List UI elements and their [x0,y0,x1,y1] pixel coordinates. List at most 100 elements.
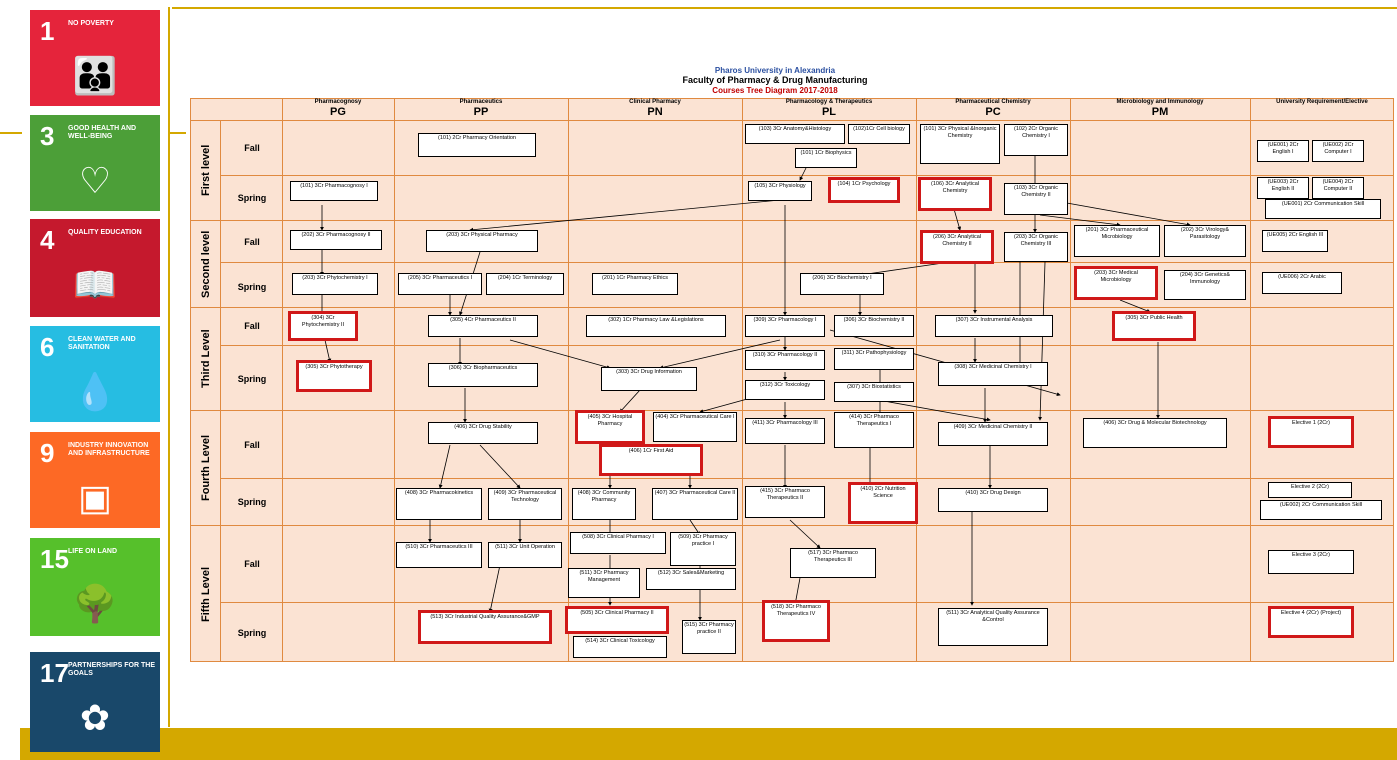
sdg-number: 15 [40,544,69,574]
course-box: (409) 3Cr Pharmaceutical Technology [488,488,562,520]
course-box: (515) 3Cr Pharmacy practice II [682,620,736,654]
course-box: (509) 3Cr Pharmacy practice I [670,532,736,566]
column-header-elective: University Requirement/Elective [1276,99,1368,105]
course-box: (309) 3Cr Pharmacology I [745,315,825,337]
arrow-line [1049,199,1191,227]
arrow-line [1119,299,1151,313]
course-box: (414) 3Cr Pharmaco Therapeutics I [834,412,914,448]
arrow-line [488,564,501,613]
grid-divider [190,410,1394,411]
course-box: (202) 3Cr Pharmacognosy II [290,230,382,250]
course-box: (415) 3Cr Pharmaco Therapeutics II [745,486,825,518]
course-box: (101) 3Cr Physical &Inorganic Chemistry [920,124,1000,164]
course-box: (203) 3Cr Medical Microbiology [1074,266,1158,300]
sdg-number: 3 [40,121,55,151]
sdg-title: NO POVERTY [68,20,114,27]
arrow-line [659,339,781,370]
book-icon: 📖 [72,264,118,305]
grid-divider [220,478,1394,479]
course-box: (513) 3Cr Industrial Quality Assurance&G… [418,610,552,644]
course-box: (410) 3Cr Drug Design [938,488,1048,512]
heartbeat-icon: ♡ [78,160,112,201]
arrow-line [789,519,821,549]
grid-divider [190,525,1394,526]
course-box: (518) 3Cr Pharmaco Therapeutics IV [762,600,830,642]
grid-divider [190,220,1394,221]
course-box: (307) 3Cr Biostatistics [834,382,914,402]
arrow-line [509,339,611,370]
course-box: (UE002) 2Cr Computer I [1312,140,1364,162]
course-box: (UE001) 2Cr English I [1257,140,1309,162]
tree-icon: 🌳 [72,583,118,624]
arrow-line [1038,261,1046,421]
course-box: (511) 3Cr Pharmacy Management [568,568,640,598]
course-box: (205) 3Cr Pharmaceutics I [398,273,482,295]
arrow-line [859,261,951,277]
sdg-title: QUALITY EDUCATION [68,229,142,236]
course-box: (312) 3Cr Toxicology [745,380,825,400]
sdg-badge-4: 4 QUALITY EDUCATION 📖 [30,219,160,317]
sdg-title: GOOD HEALTH AND WELL-BEING [68,125,137,140]
grid-divider [220,120,221,662]
course-box: (UE002) 2Cr Communication Skill [1260,500,1382,520]
course-box: (105) 3Cr Physiology [748,181,812,201]
frame-tick-right [168,132,186,134]
course-box: (511) 3Cr Analytical Quality Assurance &… [938,608,1048,646]
grid-divider [220,175,1394,176]
course-box: (406) 1Cr First Aid [599,444,703,476]
sdg-title: INDUSTRY INNOVATION AND INFRASTRUCTURE [68,442,150,457]
grid-divider [190,307,1394,308]
course-box: (404) 3Cr Pharmaceutical Care I [653,412,737,442]
sdg-title: PARTNERSHIPS FOR THE GOALS [68,662,155,677]
course-box: (311) 3Cr Pathophysiology [834,348,914,370]
sdg-number: 9 [40,438,55,468]
course-box: (203) 3Cr Organic Chemistry III [1004,232,1068,262]
course-box: (204) 3Cr Genetics& Immunology [1164,270,1246,300]
semester-label-fall: Fall [244,143,260,153]
faculty-title: Faculty of Pharmacy & Drug Manufacturing [682,75,868,85]
course-box: (305) 4Cr Pharmaceutics II [428,315,538,337]
course-box: (101) 3Cr Pharmacognosy I [290,181,378,201]
arrow-line [324,339,332,363]
course-box: (UE003) 2Cr English II [1257,177,1309,199]
course-box: (306) 3Cr Biochemistry II [834,315,914,337]
people-icon: 👪 [72,55,118,96]
course-box: (304) 3Cr Phytochemistry II [288,311,358,341]
course-box: (UE004) 2Cr Computer II [1312,177,1364,199]
course-box: (101) 2Cr Pharmacy Orientation [418,133,536,157]
course-box: Elective 4 (2Cr) (Project) [1268,606,1354,638]
grid-divider [190,120,1394,121]
semester-label-fall: Fall [244,440,260,450]
course-box: (409) 3Cr Medicinal Chemistry II [938,422,1048,446]
sdg-number: 4 [40,225,55,255]
course-box: (405) 3Cr Hospital Pharmacy [575,410,645,444]
course-box: (508) 3Cr Clinical Pharmacy I [570,532,666,554]
course-box: (103) 3Cr Anatomy&Histology [745,124,845,144]
arrow-line [479,444,521,489]
diagram-title: Courses Tree Diagram 2017-2018 [712,86,838,95]
course-box: (106) 3Cr Analytical Chemistry [918,177,992,211]
grid-divider [394,98,395,662]
course-box: (408) 3Cr Pharmacokinetics [396,488,482,520]
semester-label-spring: Spring [237,497,267,507]
course-box: (206) 3Cr Biochemistry I [800,273,884,295]
course-box: (408) 3Cr Community Pharmacy [572,488,636,520]
grid-divider [742,98,743,662]
grid-divider [220,262,1394,263]
frame-left-line [168,7,170,727]
sdg-title: LIFE ON LAND [68,548,117,555]
sdg-number: 6 [40,332,55,362]
course-box: (102) 2Cr Organic Chemistry I [1004,124,1068,156]
course-box: (204) 1Cr Terminology [486,273,564,295]
course-box: (UE005) 2Cr English III [1262,230,1328,252]
course-box: (406) 3Cr Drug & Molecular Biotechnology [1083,418,1227,448]
grid-divider [916,98,917,662]
sdg-number: 17 [40,658,69,688]
